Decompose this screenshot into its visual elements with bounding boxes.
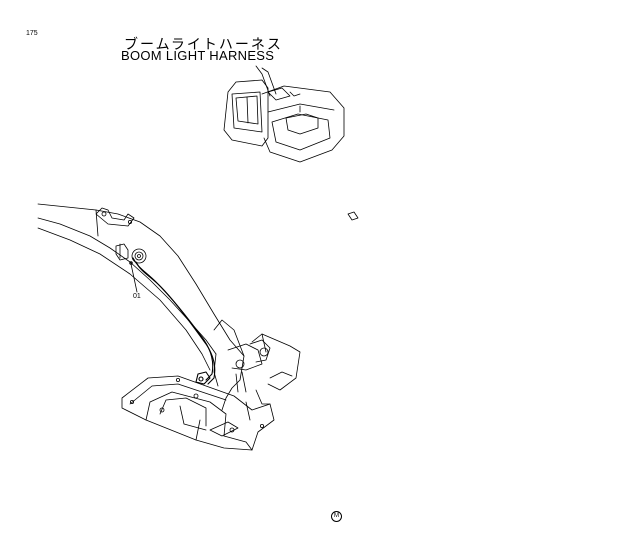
manufacturer-logo-icon: M <box>331 511 342 522</box>
callout-leader-01 <box>130 263 138 293</box>
upper-frame <box>121 333 301 451</box>
page-number: 175 <box>26 30 38 37</box>
harness-01 <box>129 257 216 385</box>
title-japanese: ブームライトハーネス <box>124 37 283 53</box>
boom-assembly <box>37 203 359 411</box>
title-english: BOOM LIGHT HARNESS <box>121 48 275 63</box>
location-inset-excavator <box>223 65 345 163</box>
callout-label-01: 01 <box>133 293 141 300</box>
